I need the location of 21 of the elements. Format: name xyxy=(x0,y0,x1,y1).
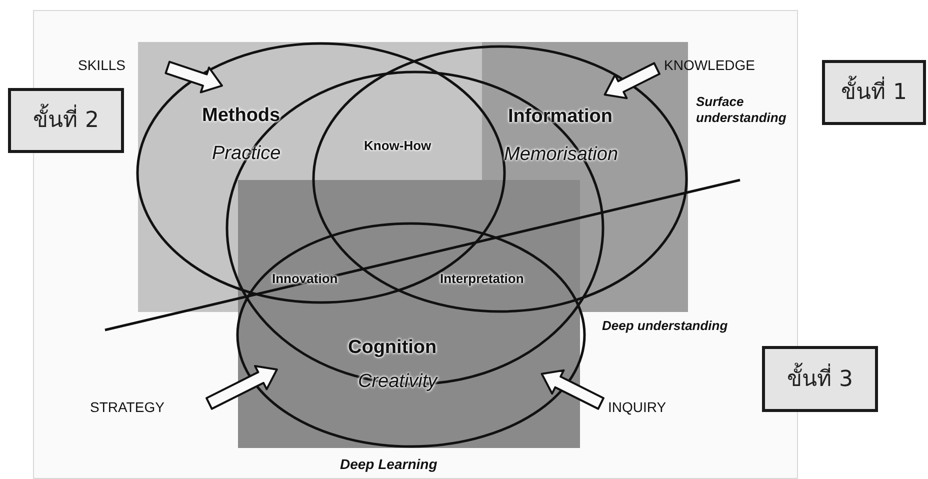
input-label: INQUIRY xyxy=(608,398,666,417)
block-arrow xyxy=(164,60,223,94)
step-label: ขั้นที่ 3 xyxy=(787,362,853,396)
input-label: SKILLS xyxy=(78,56,126,74)
region-label: Interpretation xyxy=(440,271,524,288)
step-box xyxy=(8,88,124,153)
node-label: Deep Learning xyxy=(340,455,438,474)
step-label: ขั้นที่ 2 xyxy=(33,104,99,137)
region-label: Surface understanding xyxy=(696,94,788,126)
block-arrow xyxy=(540,369,604,410)
step-label: ขั้นที่ 1 xyxy=(841,76,907,109)
input-label: KNOWLEDGE xyxy=(664,56,756,74)
block-arrow xyxy=(604,62,660,100)
region-label: Know-How xyxy=(364,138,432,154)
region-label: Deep understanding xyxy=(602,318,729,334)
step-box xyxy=(762,346,878,412)
input-label: STRATEGY xyxy=(90,398,164,416)
region-title: Cognition xyxy=(348,336,437,360)
step-box xyxy=(822,60,926,125)
block-arrow xyxy=(206,365,278,410)
region-title: Methods xyxy=(202,104,280,128)
